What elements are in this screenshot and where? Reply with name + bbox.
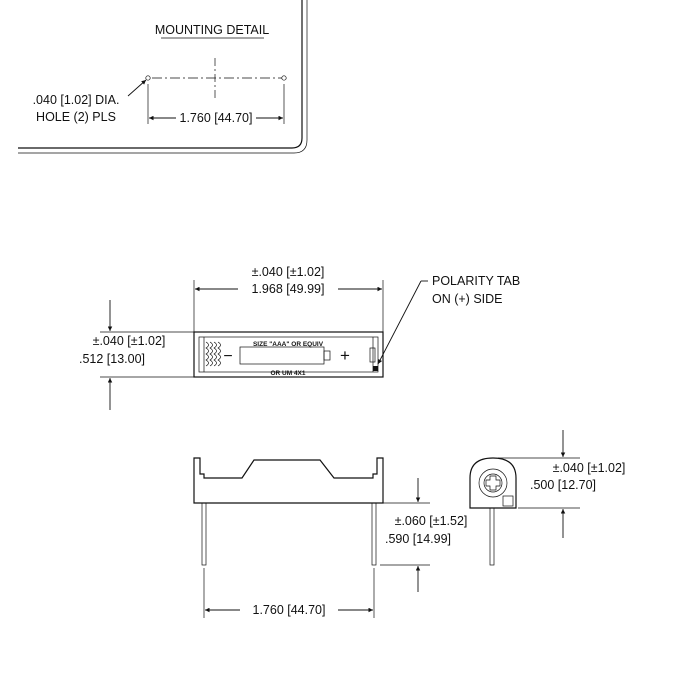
mounting-detail-frame xyxy=(18,0,303,149)
end-view: ±.040 [±1.02] .500 [12.70] xyxy=(469,430,626,566)
end-height-tolerance-label: ±.040 [±1.02] xyxy=(553,461,626,475)
width-label: .512 [13.00] xyxy=(79,352,145,366)
mounting-detail-title: MOUNTING DETAIL xyxy=(155,23,269,37)
mounting-hole-left xyxy=(145,75,151,81)
height-label: .590 [14.99] xyxy=(385,532,451,546)
hole-callout-line1: .040 [1.02] DIA. xyxy=(33,93,120,107)
battery-nub xyxy=(323,350,331,361)
end-height-label: .500 [12.70] xyxy=(530,478,596,492)
contact-circle-inner xyxy=(483,473,503,493)
polarity-tab xyxy=(373,366,378,371)
holder-side-profile xyxy=(193,457,384,504)
battery-label-bottom: OR UM 4X1 xyxy=(270,370,305,377)
pin-right xyxy=(371,502,377,566)
pin-spacing-label: 1.760 [44.70] xyxy=(253,603,326,617)
end-pin xyxy=(489,507,495,566)
plus-sign: + xyxy=(340,346,350,365)
side-view: ±.060 [±1.52] .590 [14.99] 1.760 [44.70] xyxy=(193,457,468,618)
length-label: 1.968 [49.99] xyxy=(252,282,325,296)
holder-end-profile xyxy=(469,457,517,509)
mounting-detail: MOUNTING DETAIL .040 [1.02] DIA. HOLE (2… xyxy=(18,0,308,154)
polarity-line2: ON (+) SIDE xyxy=(432,292,503,306)
polarity-line1: POLARITY TAB xyxy=(432,274,520,288)
width-tolerance-label: ±.040 [±1.02] xyxy=(93,334,166,348)
height-tolerance-label: ±.060 [±1.52] xyxy=(395,514,468,528)
length-tolerance-label: ±.040 [±1.02] xyxy=(252,265,325,279)
top-view: ±.040 [±1.02] 1.968 [49.99] ±.040 [±1.02… xyxy=(79,265,520,410)
contact-cross-icon xyxy=(485,475,501,491)
hole-spacing-label: 1.760 [44.70] xyxy=(180,111,253,125)
mounting-hole-right xyxy=(281,75,287,81)
spring-icon xyxy=(205,341,221,367)
positive-contact xyxy=(369,347,376,363)
polarity-leader-diag xyxy=(377,280,422,365)
minus-sign: − xyxy=(223,348,232,365)
pin-left xyxy=(201,502,207,566)
battery-outline xyxy=(239,346,325,365)
hole-leader xyxy=(127,79,147,97)
hole-callout-line2: HOLE (2) PLS xyxy=(36,110,116,124)
holder-inner-top xyxy=(198,336,379,373)
battery-label-top: SIZE "AAA" OR EQUIV xyxy=(253,341,324,348)
mounting-detail-frame-inner xyxy=(18,0,308,154)
end-polarity-tab xyxy=(502,495,514,507)
contact-circle-outer xyxy=(478,468,508,498)
